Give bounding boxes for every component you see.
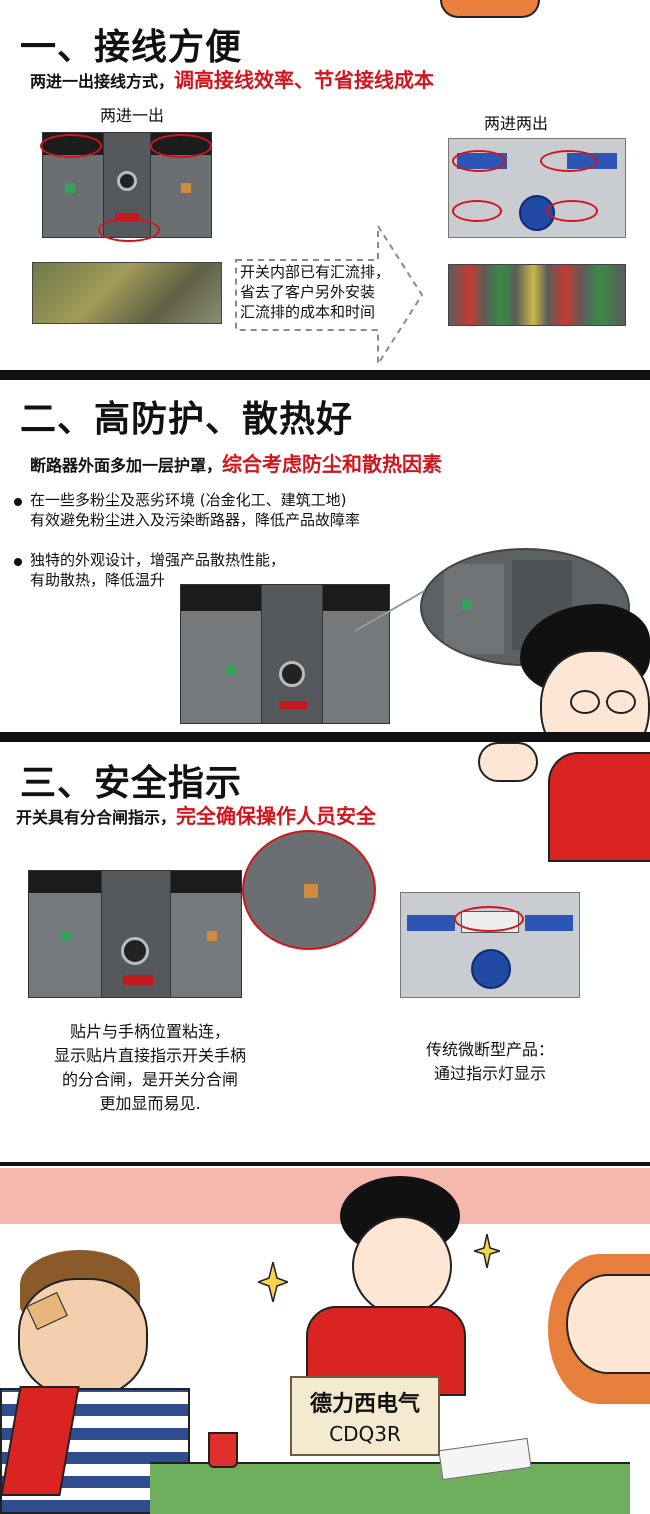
section-cartoon: [0, 1166, 650, 1514]
section-divider: [0, 370, 650, 380]
highlight-circle: [150, 134, 212, 158]
product-model: CDQ3R: [329, 1422, 401, 1446]
section1-sub-plain: 两进一出接线方式，: [30, 72, 175, 91]
cartoon-boy-glasses: [570, 690, 600, 714]
label-two-in-one-out: 两进一出: [100, 106, 165, 125]
highlight-circle: [452, 200, 502, 222]
highlight-circle: [98, 218, 160, 242]
bullet-dot: [14, 498, 22, 506]
section-wiring: 一、接线方便 两进一出接线方式，调高接线效率、节省接线成本 两进一出 两进两出 …: [0, 0, 650, 370]
center-boy-face: [352, 1216, 452, 1316]
section2-subtitle: 断路器外面多加一层护罩，综合考虑防尘和散热因素: [30, 452, 443, 476]
section1-sub-red: 调高接线效率、节省接线成本: [174, 68, 435, 92]
highlight-circle: [454, 906, 524, 932]
highlight-circle: [546, 200, 598, 222]
section1-heading: 一、接线方便: [20, 27, 243, 68]
busbar-note: 开关内部已有汇流排， 省去了客户另外安装 汇流排的成本和时间: [240, 263, 391, 321]
zoom-indicator-bubble: [242, 830, 376, 950]
label-two-in-two-out: 两进两出: [484, 114, 549, 133]
sparkle-icon: [474, 1234, 500, 1268]
section2-heading: 二、高防护、散热好: [20, 399, 354, 440]
bullet1-text: 在一些多粉尘及恶劣环境 (冶金化工、建筑工地) 有效避免粉尘进入及污染断路器，降…: [30, 491, 361, 529]
highlight-circle: [540, 150, 598, 172]
dashed-arrow-icon: [235, 222, 424, 368]
section-divider: [0, 732, 650, 742]
cartoon-boy-hand: [478, 742, 538, 782]
section-safety: 三、安全指示 开关具有分合闸指示，完全确保操作人员安全 贴片与手柄位置粘连， 显…: [0, 742, 650, 1162]
section-protection: 二、高防护、散热好 断路器外面多加一层护罩，综合考虑防尘和散热因素 在一些多粉尘…: [0, 380, 650, 732]
bullet-dot: [14, 558, 22, 566]
section1-subtitle: 两进一出接线方式，调高接线效率、节省接线成本: [30, 64, 434, 93]
highlight-circle: [452, 150, 506, 172]
bullet2-text: 独特的外观设计，增强产品散热性能， 有助散热，降低温升: [30, 551, 286, 589]
cartoon-shoe-fragment: [440, 0, 540, 18]
right-girl-face: [566, 1274, 650, 1374]
highlight-circle: [40, 134, 102, 158]
right-caption: 传统微断型产品： 通过指示灯显示: [425, 1040, 554, 1083]
awning-scallop: [0, 1210, 650, 1224]
section-divider: [0, 1162, 650, 1168]
table: [150, 1462, 630, 1514]
section3-subtitle: 开关具有分合闸指示，完全确保操作人员安全: [16, 804, 377, 828]
brand-name: 德力西电气: [309, 1391, 420, 1417]
left-caption: 贴片与手柄位置粘连， 显示贴片直接指示开关手柄 的分合闸，是开关分合闸 更加显而…: [53, 1022, 246, 1113]
photo-external-busbar: [448, 264, 626, 326]
product-image-indicator: [28, 870, 242, 998]
red-cup: [208, 1432, 238, 1468]
sparkle-icon: [258, 1262, 288, 1302]
brand-sign: 德力西电气 CDQ3R: [290, 1376, 440, 1456]
section3-heading: 三、安全指示: [20, 763, 243, 804]
cartoon-boy-shirt: [548, 752, 650, 862]
product-image-hood: [180, 584, 390, 724]
cartoon-boy-glasses: [606, 690, 636, 714]
left-boy-face: [18, 1278, 148, 1398]
photo-busbar-inside: [32, 262, 222, 324]
